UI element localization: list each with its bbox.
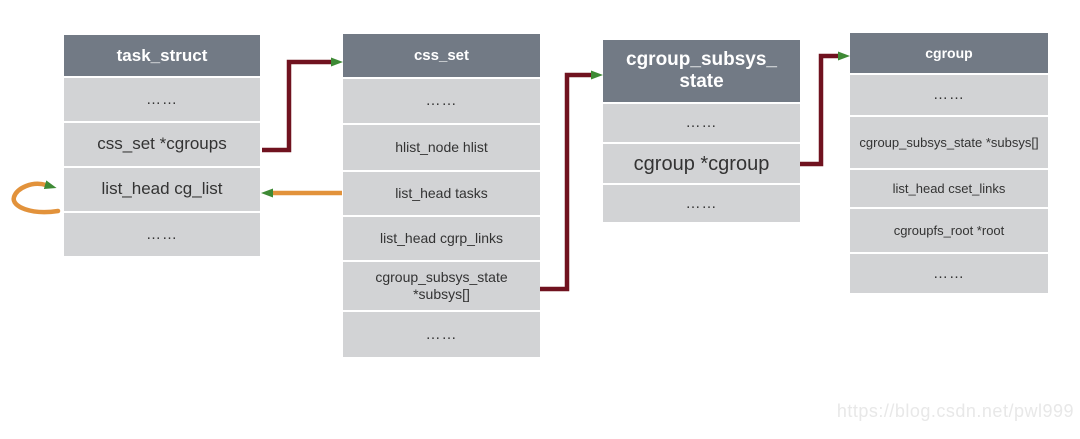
row-subsys-array: cgroup_subsys_state *subsys[] [343, 262, 540, 310]
arrow-cg-list-self-loop [11, 180, 61, 215]
struct-box-cgroup-subsys-state: cgroup_subsys_ state …… cgroup *cgroup …… [603, 40, 800, 222]
row-ellipsis: …… [850, 75, 1048, 115]
row-ellipsis: …… [64, 78, 260, 121]
row-list-head-cset-links: list_head cset_links [850, 170, 1048, 207]
arrow-cgroup-ptr-to-cgroup [800, 51, 850, 167]
row-list-head-cg-list: list_head cg_list [64, 168, 260, 211]
row-ellipsis: …… [603, 104, 800, 142]
struct-title-task-struct: task_struct [64, 35, 260, 76]
struct-title-cgroup-subsys-state: cgroup_subsys_ state [603, 40, 800, 102]
row-ellipsis: …… [64, 213, 260, 256]
row-hlist-node-hlist: hlist_node hlist [343, 125, 540, 170]
struct-box-cgroup: cgroup …… cgroup_subsys_state *subsys[] … [850, 33, 1048, 293]
struct-title-cgroup: cgroup [850, 33, 1048, 73]
arrow-cgroups-to-css-set [262, 57, 343, 153]
struct-title-css-set: css_set [343, 34, 540, 77]
watermark: https://blog.csdn.net/pwl999 [836, 401, 1074, 421]
struct-box-task-struct: task_struct …… css_set *cgroups list_hea… [64, 35, 260, 256]
struct-box-css-set: css_set …… hlist_node hlist list_head ta… [343, 34, 540, 357]
row-subsys-array: cgroup_subsys_state *subsys[] [850, 117, 1048, 168]
row-ellipsis: …… [343, 312, 540, 357]
row-cgroup-pointer: cgroup *cgroup [603, 144, 800, 183]
row-ellipsis: …… [343, 79, 540, 123]
row-list-head-tasks: list_head tasks [343, 172, 540, 215]
row-ellipsis: …… [603, 185, 800, 222]
row-css-set-cgroups: css_set *cgroups [64, 123, 260, 166]
arrow-subsys-to-cgroup-subsys-state [540, 70, 603, 292]
row-ellipsis: …… [850, 254, 1048, 293]
row-cgroupfs-root: cgroupfs_root *root [850, 209, 1048, 252]
row-list-head-cgrp-links: list_head cgrp_links [343, 217, 540, 260]
